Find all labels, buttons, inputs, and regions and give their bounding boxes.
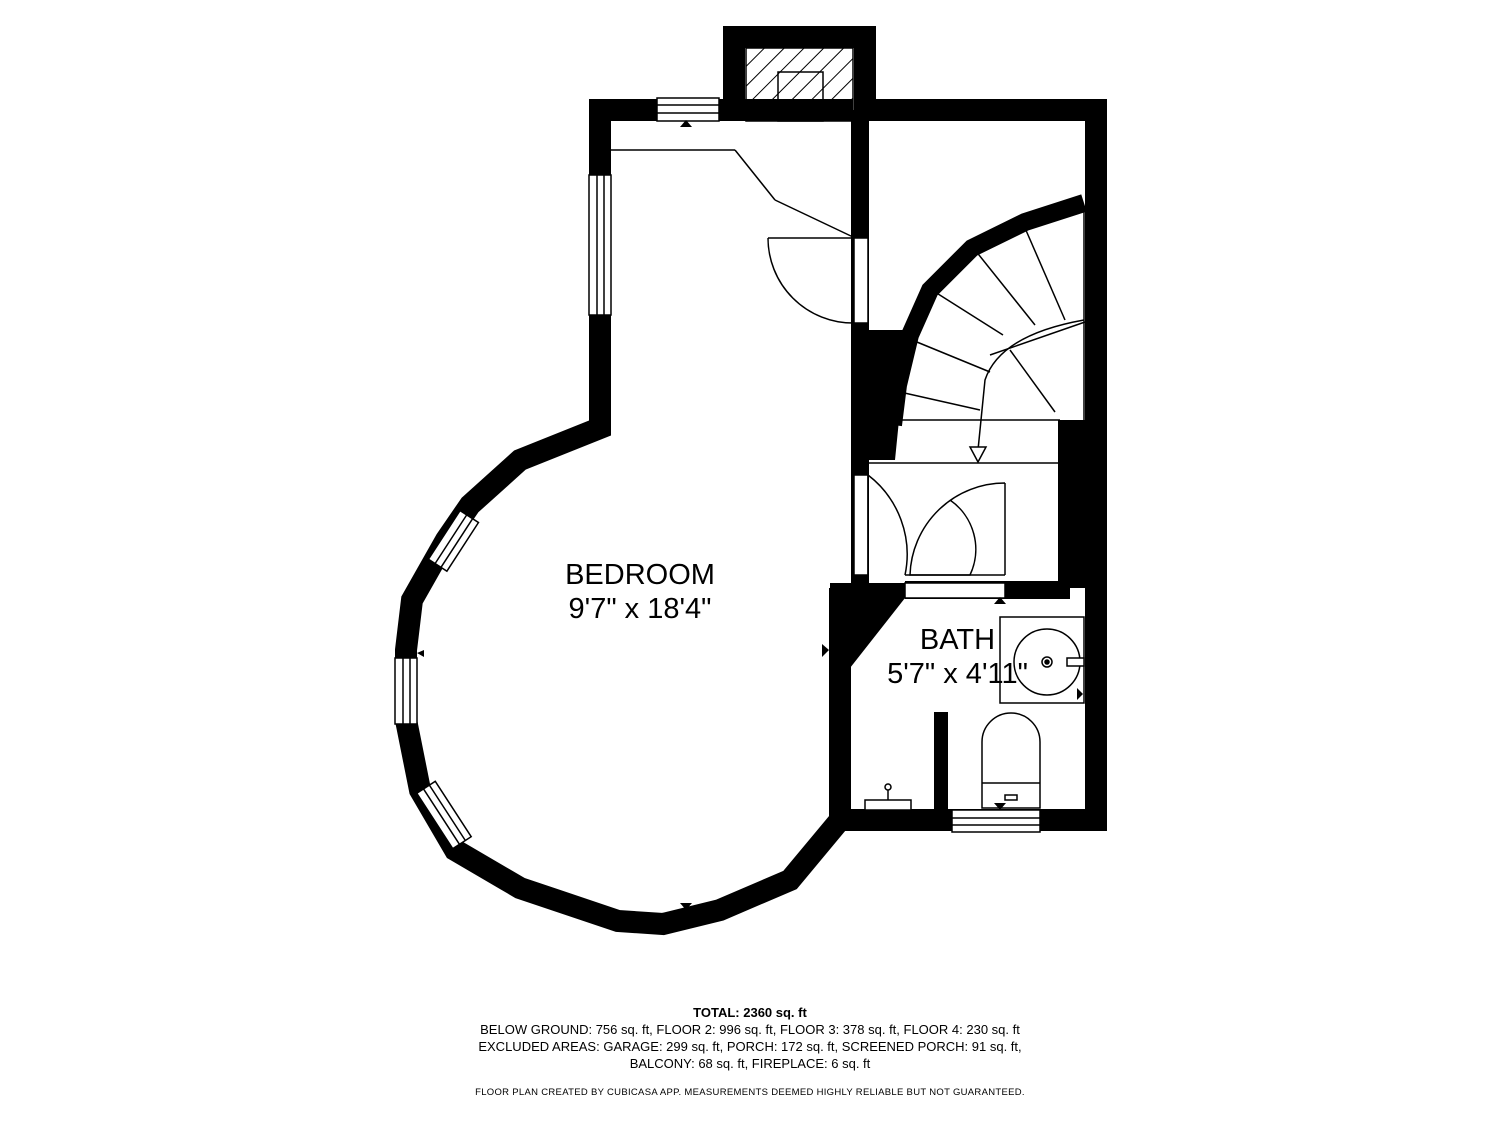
bath-name: BATH (919, 624, 996, 656)
bath-dimensions: 5'7" x 4'11" (887, 658, 1028, 690)
stair-block-outer-wall (829, 99, 1107, 831)
stair-curved-wall (884, 194, 1087, 427)
closet-opening (904, 582, 1006, 599)
total-label: TOTAL: (693, 1005, 740, 1020)
bedroom-door-swing (767, 237, 854, 324)
footer-excluded-areas-cont: BALCONY: 68 sq. ft, FIREPLACE: 6 sq. ft (629, 1056, 871, 1071)
toilet-icon (981, 712, 1041, 809)
window-bath (951, 809, 1041, 833)
tub-faucet-icon (864, 783, 912, 811)
footer-total: TOTAL: 2360 sq. ft (300, 1005, 1200, 1020)
bath-fixtures (864, 616, 1085, 811)
window-tower-left (394, 657, 418, 725)
wall-masses (830, 330, 912, 670)
windows (394, 97, 1041, 850)
closet-door-left (867, 474, 908, 576)
window-bedroom-door-frame (853, 237, 869, 324)
bedroom-dimensions: 9'7" x 18'4" (568, 593, 712, 625)
window-tower-upper (427, 509, 480, 573)
bedroom-name: BEDROOM (565, 559, 715, 591)
chimney-wall (723, 26, 876, 121)
measurement-markers (417, 120, 1083, 910)
window-closet-left (853, 474, 869, 576)
footer-floor-areas: BELOW GROUND: 756 sq. ft, FLOOR 2: 996 s… (480, 1022, 1020, 1037)
bath-label: BATH 5'7" x 4'11" (860, 623, 1055, 691)
fireplace (745, 47, 854, 122)
total-value: 2360 sq. ft (743, 1005, 807, 1020)
window-top (656, 97, 720, 122)
window-tower-lower (415, 780, 473, 850)
doors (767, 237, 1006, 599)
bedroom-label: BEDROOM 9'7" x 18'4" (500, 558, 780, 626)
footer-excluded-areas: EXCLUDED AREAS: GARAGE: 299 sq. ft, PORC… (478, 1039, 1022, 1054)
interior-lines (611, 149, 854, 238)
window-left (588, 174, 612, 316)
closet-door-right (909, 482, 1006, 576)
footer-disclaimer: FLOOR PLAN CREATED BY CUBICASA APP. MEAS… (475, 1087, 1025, 1098)
staircase (868, 210, 1086, 464)
bedroom-outer-wall (395, 99, 853, 936)
